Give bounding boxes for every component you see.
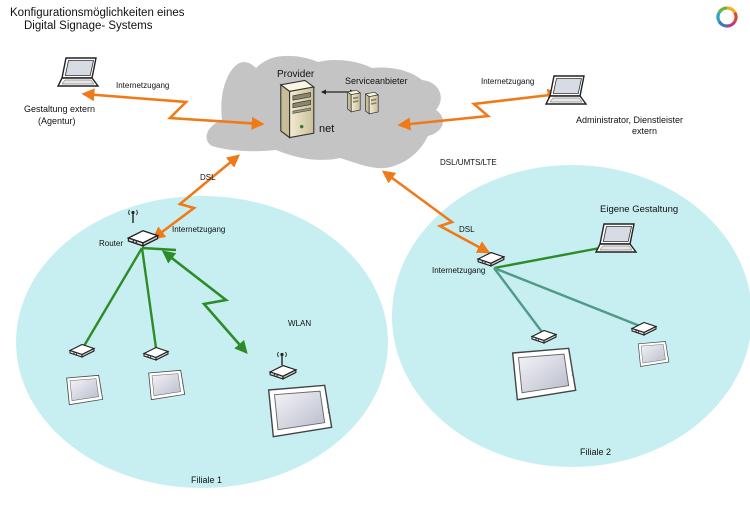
administrator-label-2: extern xyxy=(632,126,657,136)
laptop-icon xyxy=(57,57,99,87)
display-icon xyxy=(148,369,186,401)
filiale2-label: Filiale 2 xyxy=(580,447,611,457)
internet-cloud xyxy=(206,55,443,169)
gestaltung-extern-label-2: (Agentur) xyxy=(38,116,76,126)
link-dsl-filiale1 xyxy=(151,154,241,240)
net-label: net xyxy=(319,123,334,135)
link-administrator xyxy=(397,88,561,131)
eigene-gestaltung-label: Eigene Gestaltung xyxy=(600,204,678,215)
display-icon xyxy=(66,374,104,406)
dsl-left-label: DSL xyxy=(200,173,216,182)
filiale1-area xyxy=(16,196,388,488)
laptop-icon xyxy=(545,75,587,105)
server-icon xyxy=(347,89,361,113)
filiale1-label: Filiale 1 xyxy=(191,475,222,485)
server-icon xyxy=(280,79,315,139)
logo-ring-icon xyxy=(716,6,738,28)
router-label: Router xyxy=(99,239,123,248)
wlan-label: WLAN xyxy=(288,319,311,328)
dsl-right-label: DSL xyxy=(459,225,475,234)
internetzugang-right-label: Internetzugang xyxy=(481,77,534,86)
display-icon xyxy=(267,384,333,438)
internetzugang-filiale2-label: Internetzugang xyxy=(432,266,485,275)
dsl-umts-lte-label: DSL/UMTS/LTE xyxy=(440,158,497,167)
display-icon xyxy=(511,347,577,401)
link-gestaltung-extern xyxy=(81,88,265,130)
gestaltung-extern-label: Gestaltung extern xyxy=(24,104,95,114)
internetzugang-filiale1-label: Internetzugang xyxy=(172,225,225,234)
internetzugang-left-label: Internetzugang xyxy=(116,81,169,90)
server-icon xyxy=(365,91,379,115)
display-icon xyxy=(637,341,670,367)
link-dsl-filiale2 xyxy=(381,170,491,254)
filiale2-area xyxy=(392,165,750,467)
wlan-link xyxy=(161,250,248,354)
serviceanbieter-label: Serviceanbieter xyxy=(345,76,408,86)
page-title-line2: Digital Signage- Systems xyxy=(24,20,153,32)
lan-filiale2 xyxy=(493,246,641,333)
page-title-line1: Konfigurationsmöglichkeiten eines xyxy=(10,7,185,19)
provider-label: Provider xyxy=(277,69,315,80)
administrator-label: Administrator, Dienstleister xyxy=(576,115,683,125)
lan-filiale1 xyxy=(82,246,177,349)
